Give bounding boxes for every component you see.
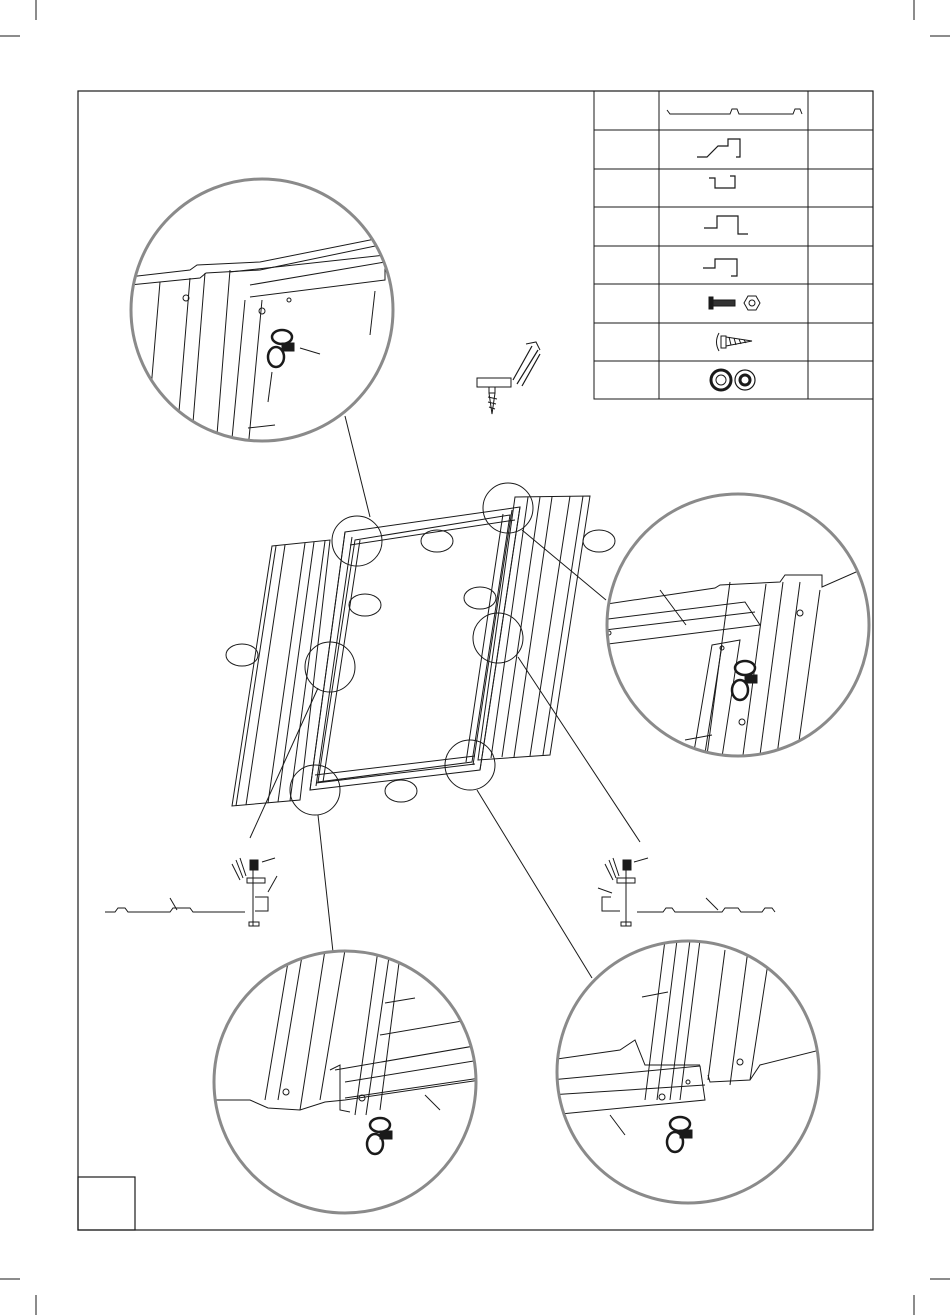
small-z-profile-icon xyxy=(709,176,735,188)
section-detail-left xyxy=(105,858,277,926)
top-hat-profile-icon xyxy=(703,259,737,276)
bolt-and-nut-icon xyxy=(709,296,760,310)
detail-top-right xyxy=(600,494,880,775)
washers-icon xyxy=(711,370,755,390)
section-detail-right xyxy=(598,858,775,926)
screw-with-drill-icon xyxy=(477,342,540,414)
self-tapping-screw-icon xyxy=(717,333,753,351)
wall-panel-profile-icon xyxy=(667,109,802,114)
parts-table xyxy=(594,91,873,399)
step-number-box xyxy=(78,1177,135,1230)
hat-profile-icon xyxy=(704,216,748,234)
detail-bottom-left xyxy=(210,950,480,1213)
detail-bottom-right xyxy=(550,940,820,1203)
z-profile-icon xyxy=(697,139,740,157)
detail-top-left xyxy=(120,179,400,460)
